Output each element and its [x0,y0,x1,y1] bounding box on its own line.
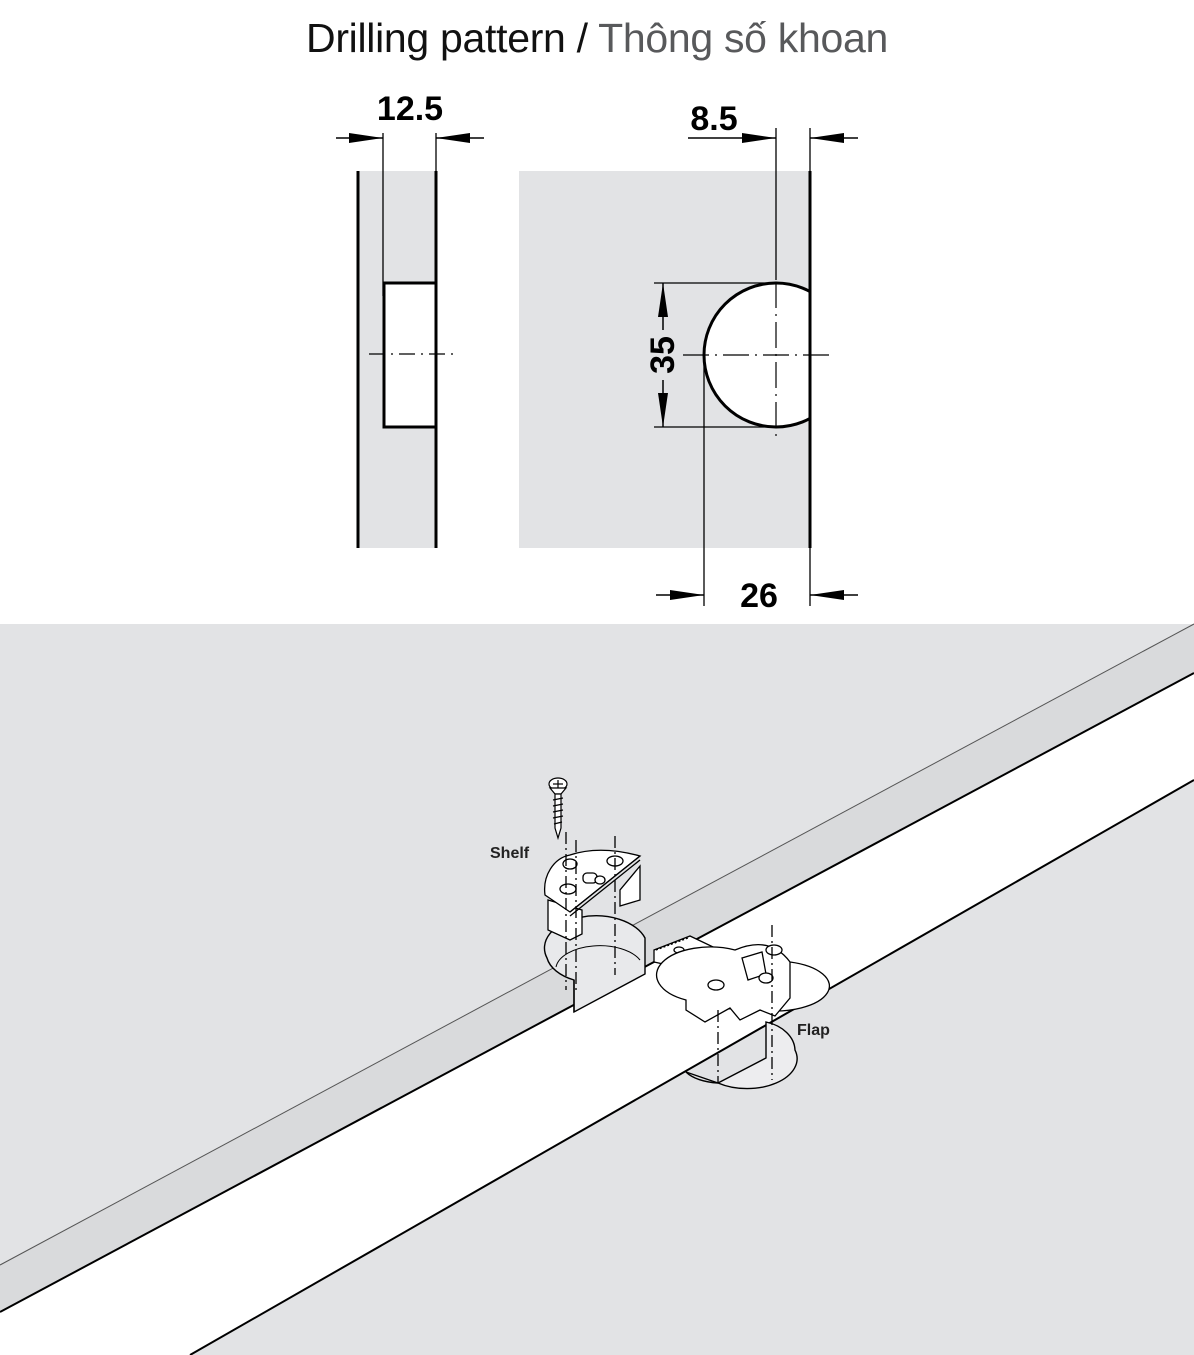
page-title: Drilling pattern / Thông số khoan [0,12,1194,64]
isometric-view: Shelf Flap [0,623,1194,1355]
recess-cutout [382,281,438,429]
title-separator: / [565,15,599,61]
dim-edge-offset-label: 8.5 [690,100,737,138]
screw-icon [548,777,568,841]
dim-distance-label: 26 [740,577,778,615]
flap-hinge-plate [653,925,831,1083]
shelf-label: Shelf [490,845,530,862]
front-view: 35 8.5 26 [519,100,858,615]
flap-hole [685,1021,798,1090]
dim-width-label: 12.5 [377,90,443,128]
dim-diameter-label: 35 [644,336,682,374]
flap-label: Flap [797,1022,830,1039]
title-english: Drilling pattern [306,15,566,61]
side-view: 12.5 [336,90,484,548]
title-vietnamese: Thông số khoan [598,15,888,61]
shelf-connector [543,832,642,990]
